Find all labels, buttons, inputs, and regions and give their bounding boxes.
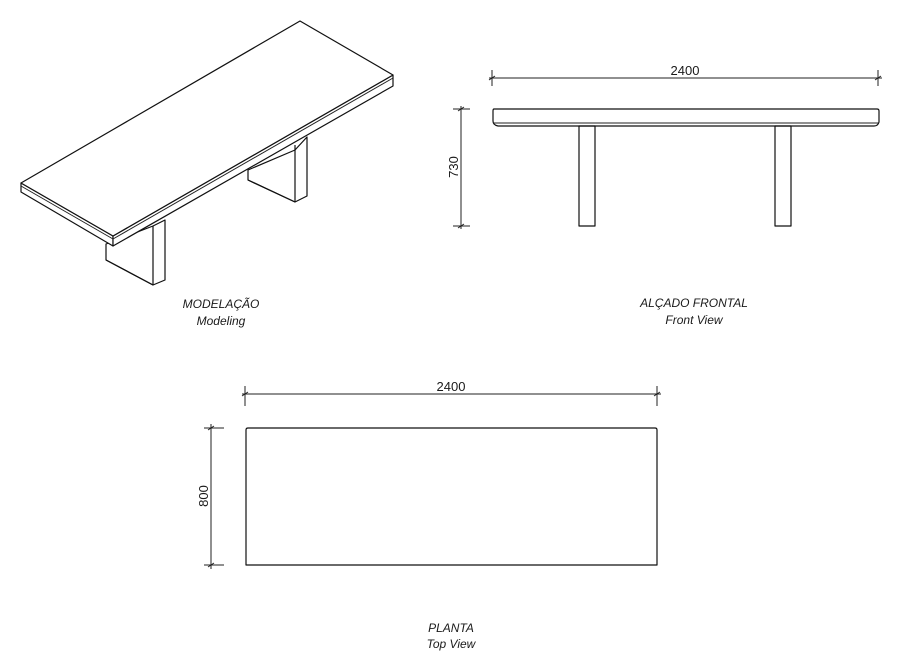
iso-front-leg — [105, 219, 166, 286]
front-tabletop — [492, 108, 880, 127]
top-view-subtitle: Top View — [427, 637, 477, 651]
front-left-leg — [578, 125, 596, 227]
front-width-label: 2400 — [671, 63, 700, 78]
modeling-view-title: MODELAÇÃO — [183, 297, 260, 311]
front-view-subtitle: Front View — [665, 313, 723, 327]
iso-back-leg — [247, 136, 308, 203]
iso-tabletop — [20, 20, 394, 247]
top-width-dimension — [241, 386, 661, 406]
modeling-view-subtitle: Modeling — [197, 314, 246, 328]
front-height-label: 730 — [446, 156, 461, 178]
front-width-dimension — [488, 70, 882, 86]
front-view-title: ALÇADO FRONTAL — [639, 296, 748, 310]
top-width-label: 2400 — [437, 379, 466, 394]
isometric-table-model — [20, 20, 394, 286]
top-tabletop-outline — [245, 427, 658, 566]
top-depth-dimension — [204, 424, 224, 569]
top-view-title: PLANTA — [428, 621, 474, 635]
front-view: 2400 730 — [446, 63, 882, 229]
top-depth-label: 800 — [196, 485, 211, 507]
front-height-dimension — [453, 106, 470, 229]
top-view: 2400 800 — [196, 379, 661, 569]
front-right-leg — [774, 125, 792, 227]
